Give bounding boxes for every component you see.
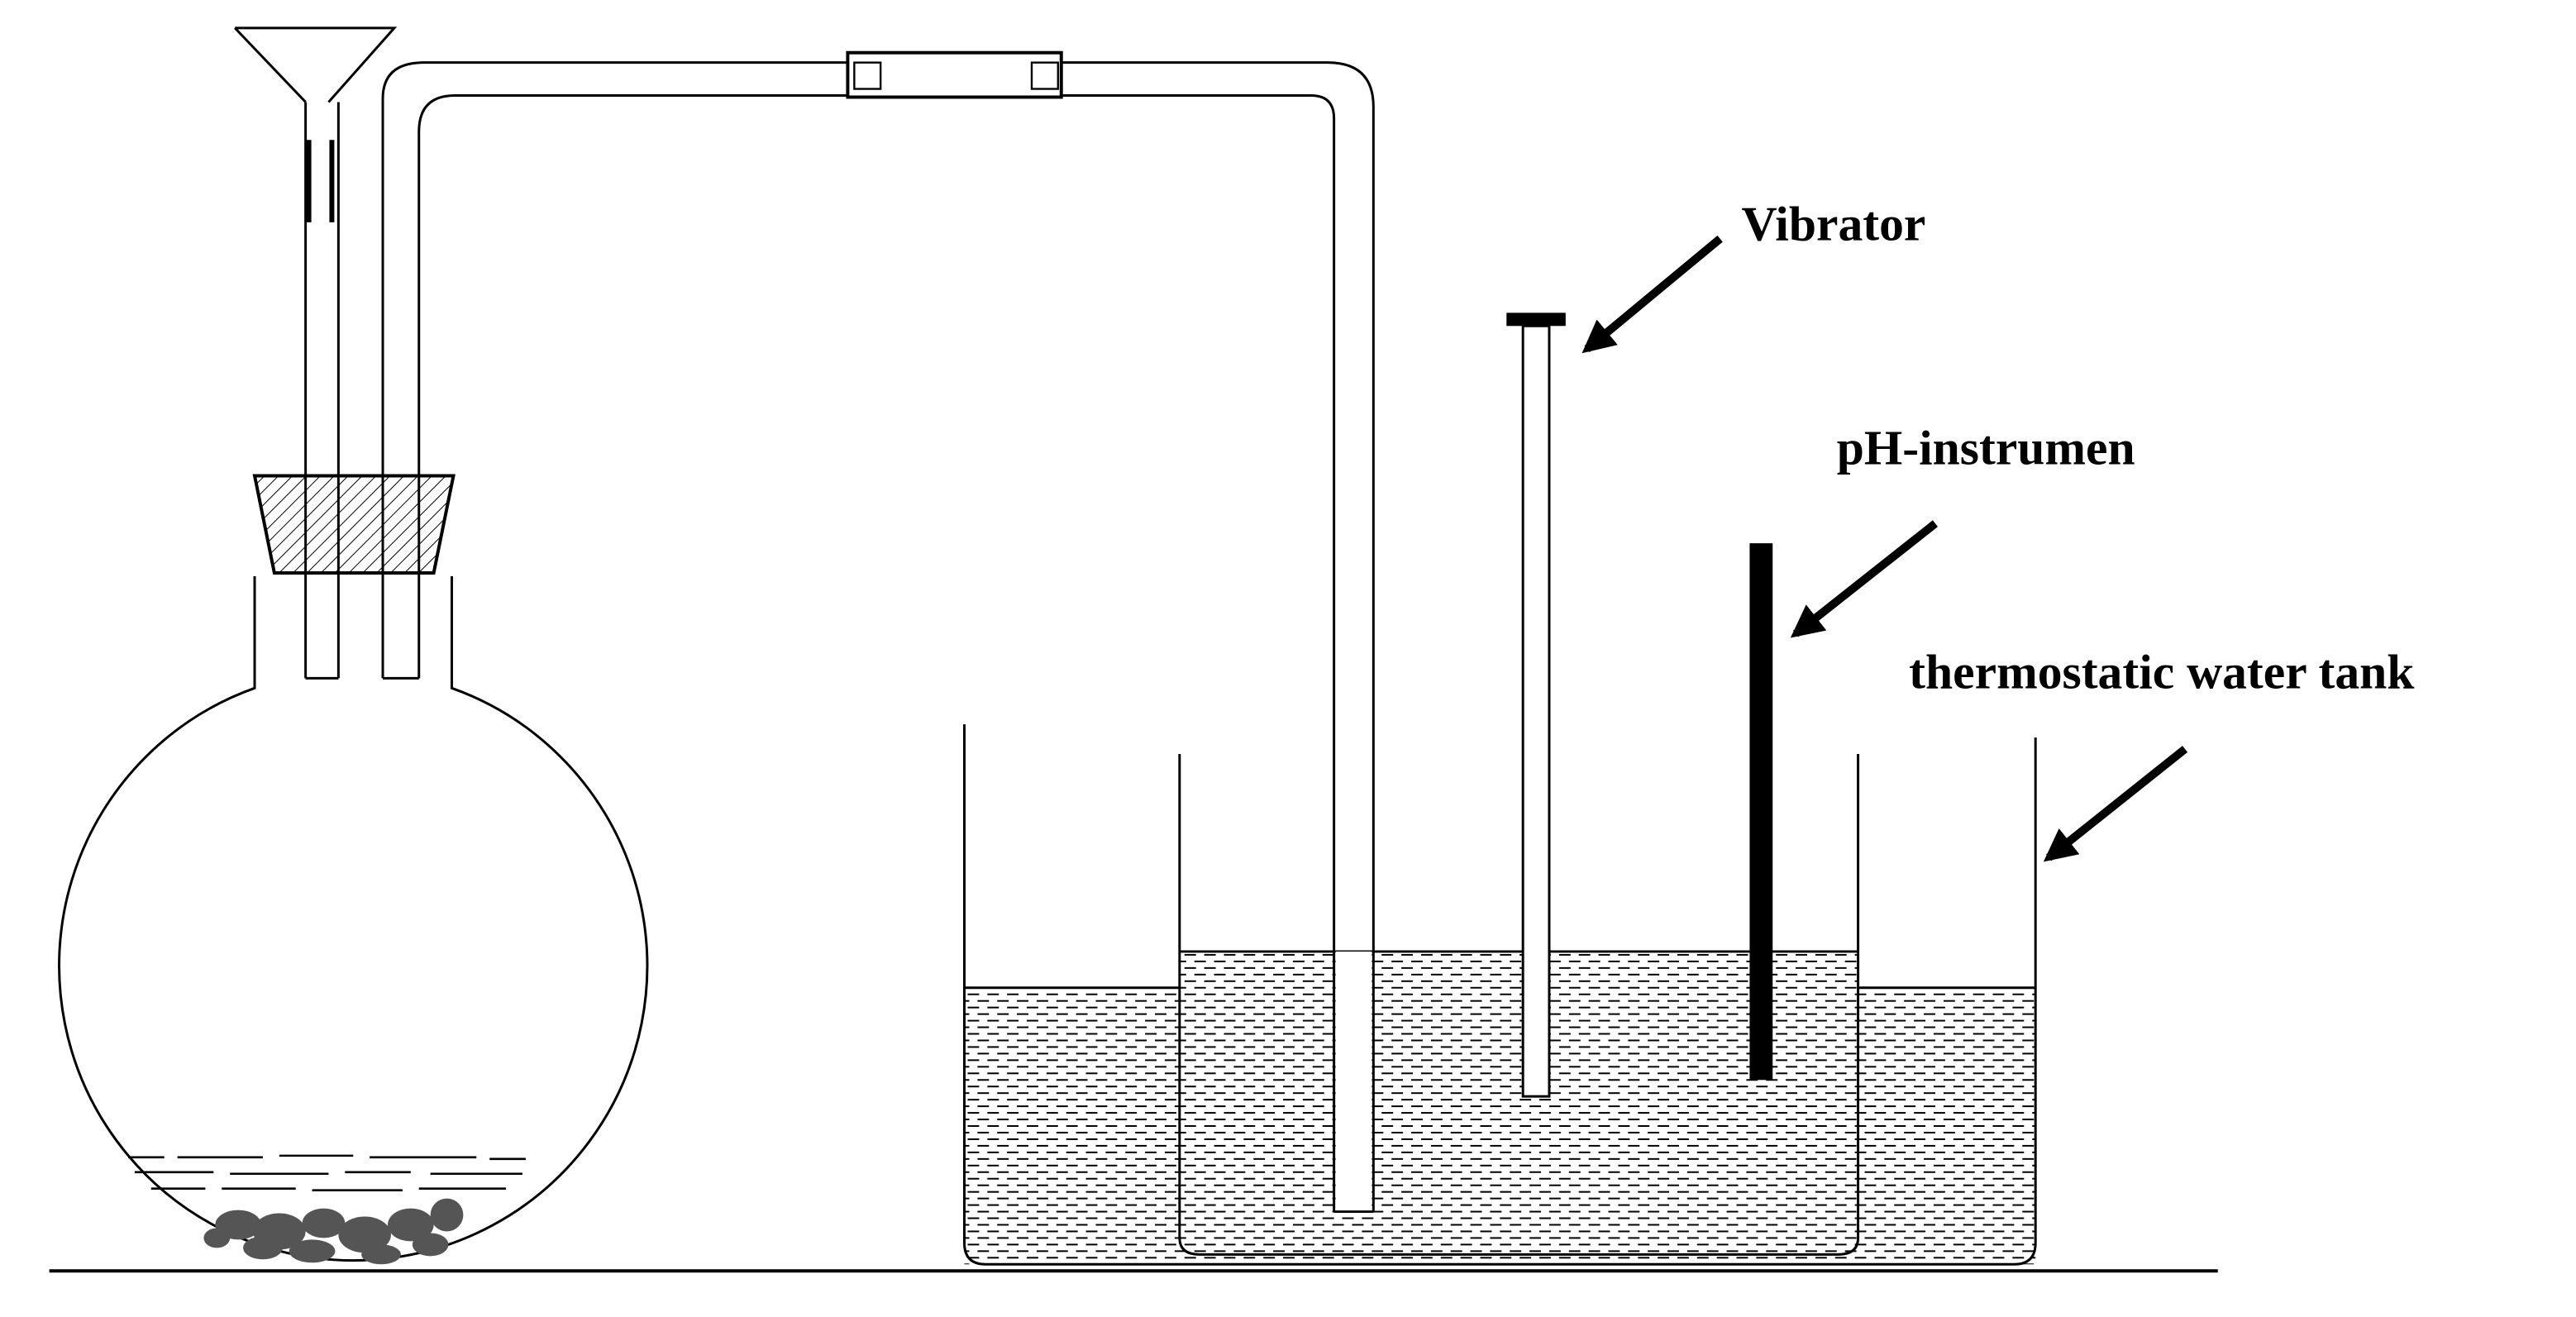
tube-connector: [846, 50, 1063, 99]
vibrator-rod: [1506, 313, 1566, 1098]
water-tank-label: thermostatic water tank: [1909, 644, 2415, 699]
ph-arrow: [1790, 520, 1939, 638]
delivery-tube: [381, 61, 1375, 1214]
ph-electrode: [1749, 543, 1773, 1081]
flask-liquid: [128, 1154, 526, 1191]
reaction-beaker: [1178, 753, 1860, 1256]
ph-instrument-label: pH-instrumen: [1837, 420, 2135, 475]
rubber-stopper-icon: [252, 474, 456, 575]
vibrator-label: Vibrator: [1741, 197, 1925, 251]
delivery-tube-submerged: [1333, 951, 1375, 1214]
flask-solid-particles: [203, 1198, 464, 1265]
vibrator-arrow: [1581, 235, 1723, 354]
arrow-icon: [1581, 235, 2188, 862]
funnel-icon: [234, 26, 398, 680]
tank-arrow: [2043, 746, 2188, 862]
round-bottom-flask: [58, 575, 649, 1265]
